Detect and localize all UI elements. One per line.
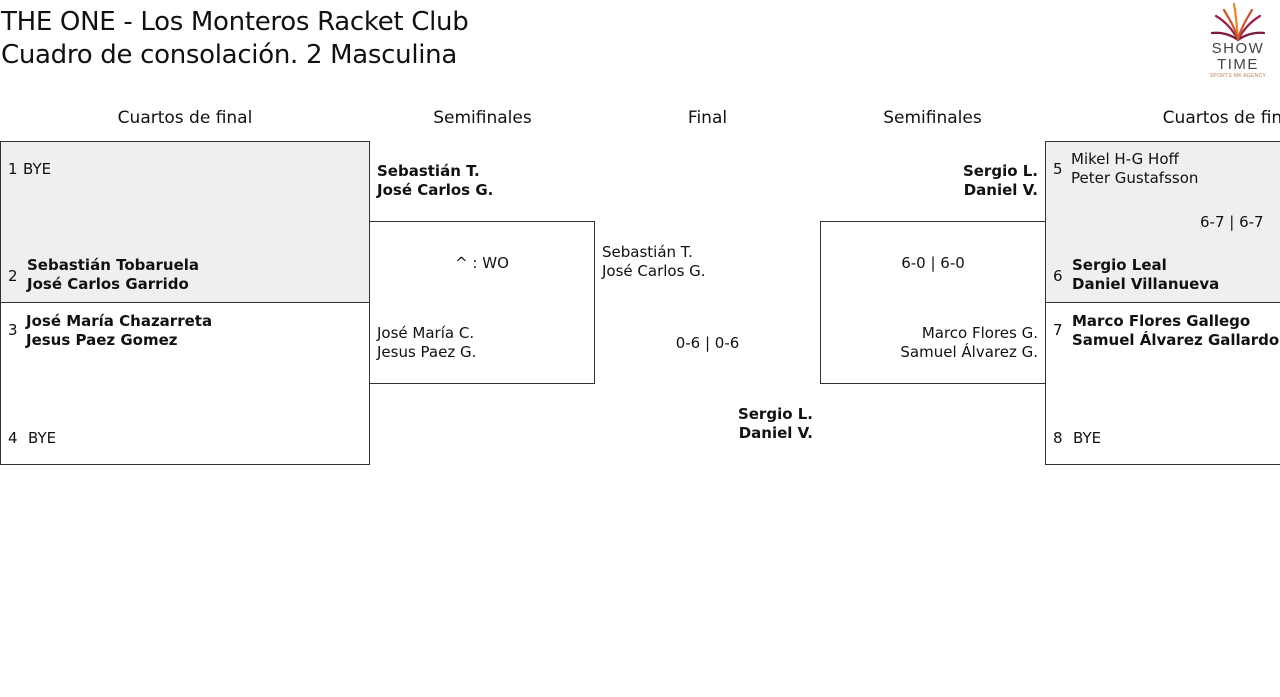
seed-number: 7 [1053, 321, 1063, 339]
seed-number: 2 [8, 267, 18, 285]
seed-number: 6 [1053, 267, 1063, 285]
sf-left-top-player: Sebastián T. [377, 162, 480, 180]
round-header-final: Final [687, 108, 728, 128]
player-name: Sergio Leal [1072, 256, 1167, 274]
player-name: José María C. [377, 324, 475, 342]
player-name: BYE [23, 160, 52, 178]
match-score: 6-0 | 6-0 [901, 254, 965, 272]
champion-player: Daniel V. [738, 424, 813, 442]
final-left-player: José Carlos G. [602, 262, 706, 280]
final-score: 0-6 | 0-6 [675, 334, 740, 352]
qf-right-match-1: 5 Mikel H-G Hoff Peter Gustafsson 6-7 | … [1045, 141, 1280, 303]
player-name: José María Chazarreta [26, 312, 213, 330]
seed-number: 1 [8, 160, 18, 178]
qf-left-match-2: 3 José María Chazarreta Jesus Paez Gomez… [0, 302, 370, 465]
player-name: Daniel Villanueva [1072, 275, 1220, 293]
round-header-sf-left: Semifinales [433, 108, 532, 128]
qf-right-match-2: 7 Marco Flores Gallego Samuel Álvarez Ga… [1045, 302, 1280, 465]
player-name: Samuel Álvarez G. [900, 343, 1038, 361]
logo-time-text: TIME [1217, 56, 1259, 73]
seed-number: 3 [8, 321, 18, 339]
match-score: ^ : WO [455, 254, 509, 272]
player-name: Sebastián Tobaruela [27, 256, 200, 274]
sf-right-top-player: Sergio L. [962, 162, 1038, 180]
sf-left-match: ^ : WO José María C. Jesus Paez G. [369, 221, 595, 384]
round-header-qf-left: Cuartos de final [117, 108, 253, 128]
player-name: Marco Flores Gallego [1072, 312, 1251, 330]
title-line-2: Cuadro de consolación. 2 Masculina [1, 40, 457, 70]
champion-player: Sergio L. [737, 405, 813, 423]
final-left-player: Sebastián T. [602, 243, 693, 261]
title-line-1: THE ONE - Los Monteros Racket Club [1, 7, 469, 37]
round-header-sf-right: Semifinales [883, 108, 982, 128]
page-title: THE ONE - Los Monteros Racket Club Cuadr… [1, 6, 469, 72]
round-header-qf-right: Cuartos de final [1162, 108, 1280, 128]
fireworks-icon [1210, 2, 1266, 42]
qf-left-match-1: 1 BYE 2 Sebastián Tobaruela José Carlos … [0, 141, 370, 303]
player-name: Mikel H-G Hoff [1071, 150, 1179, 168]
seed-number: 5 [1053, 160, 1063, 178]
seed-number: 8 [1053, 429, 1063, 447]
player-name: BYE [28, 429, 57, 447]
match-score: 6-7 | 6-7 [1200, 213, 1264, 231]
player-name: Peter Gustafsson [1071, 169, 1199, 187]
player-name: Marco Flores G. [921, 324, 1038, 342]
player-name: Samuel Álvarez Gallardo [1072, 331, 1280, 349]
player-name: Jesus Paez Gomez [26, 331, 178, 349]
player-name: BYE [1073, 429, 1102, 447]
player-name: Jesus Paez G. [377, 343, 477, 361]
player-name: José Carlos Garrido [27, 275, 189, 293]
sf-left-top-player: José Carlos G. [377, 181, 494, 199]
showtime-logo: SHOW TIME SPORTS MK AGENCY [1206, 2, 1270, 82]
sf-right-top-player: Daniel V. [963, 181, 1038, 199]
logo-show-text: SHOW [1211, 40, 1265, 57]
logo-tagline: SPORTS MK AGENCY [1209, 73, 1267, 79]
seed-number: 4 [8, 429, 18, 447]
sf-right-match: 6-0 | 6-0 Marco Flores G. Samuel Álvarez… [820, 221, 1046, 384]
